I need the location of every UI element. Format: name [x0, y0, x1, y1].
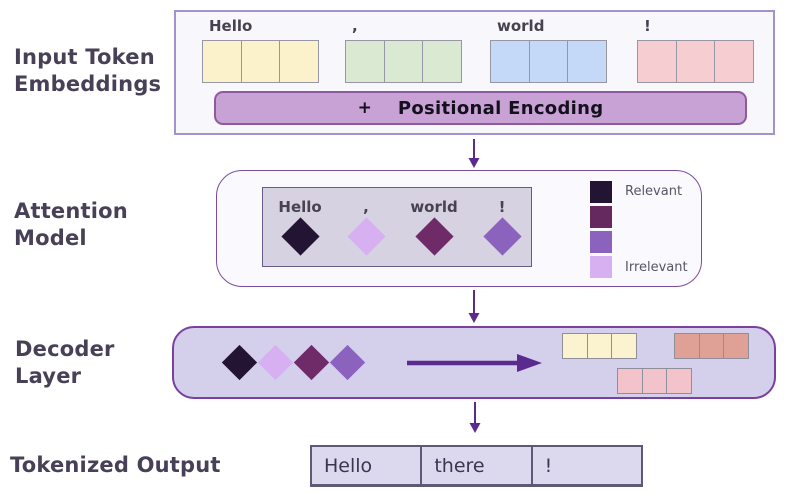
attention-diamond [346, 217, 386, 256]
embedding-cell [279, 40, 319, 83]
decoder-diamonds [221, 328, 366, 397]
output-cell: Hello [312, 447, 423, 484]
decoder-token-group-pink [617, 368, 692, 394]
decoder-diamond [329, 344, 366, 381]
attention-diamond [482, 217, 522, 256]
output-cell: ! [532, 447, 641, 484]
embedding-cell [422, 40, 462, 83]
token-label: world [497, 17, 545, 35]
positional-encoding-bar: + Positional Encoding [214, 91, 747, 125]
embedding-cell [528, 40, 569, 83]
token-group-comma: , [345, 16, 462, 83]
attention-token-exclamation: ! [482, 197, 522, 256]
token-group-world: world [490, 16, 607, 83]
token-label: ! [498, 198, 506, 216]
heading-line: Decoder [15, 337, 115, 361]
heading-line: Layer [15, 364, 82, 388]
legend-label-irrelevant: Irrelevant [625, 260, 688, 275]
decoder-diamond [221, 344, 258, 381]
legend-swatch [590, 181, 612, 203]
token-label: , [363, 198, 369, 216]
attention-token-hello: Hello [278, 197, 322, 256]
heading-line: Tokenized Output [10, 453, 221, 477]
down-arrow-icon [467, 139, 481, 172]
decoder-token-group-yellow [562, 333, 637, 359]
right-arrow-icon [407, 353, 542, 377]
legend-swatch [590, 256, 612, 278]
attention-diamond [414, 217, 454, 256]
token-cell [666, 368, 692, 394]
token-label: Hello [209, 17, 253, 35]
token-cell [698, 333, 725, 359]
heading-line: Input Token [14, 45, 155, 69]
embedding-cell [637, 40, 677, 83]
relevance-legend: Relevant Irrelevant [590, 181, 688, 278]
embedding-cells [637, 40, 754, 83]
embedding-cell [345, 40, 385, 83]
decoder-diamond [293, 344, 330, 381]
section-label-input-token-embeddings: Input Token Embeddings [14, 44, 161, 98]
heading-line: Model [14, 226, 87, 250]
token-group-hello: Hello [202, 16, 319, 83]
embedding-cell [714, 40, 754, 83]
heading-line: Attention [14, 199, 128, 223]
token-group-exclamation: ! [637, 16, 754, 83]
positional-encoding-label: Positional Encoding [397, 97, 604, 119]
embedding-cell [567, 40, 607, 83]
token-cell [641, 368, 668, 394]
legend-label-relevant: Relevant [625, 184, 683, 199]
legend-swatch-column [590, 181, 612, 278]
plus-icon: + [357, 98, 372, 118]
section-label-decoder-layer: Decoder Layer [15, 336, 115, 390]
legend-swatch [590, 206, 612, 228]
decoder-diamond [257, 344, 294, 381]
embedding-cells [202, 40, 319, 83]
attention-diamond [280, 217, 320, 256]
token-label: , [352, 17, 358, 35]
token-cell [611, 333, 637, 359]
token-cell [562, 333, 588, 359]
embedding-cell [383, 40, 424, 83]
attention-token-world: world [410, 197, 458, 256]
attention-tokens-panel: Hello , world ! [262, 187, 532, 267]
embedding-cells [345, 40, 462, 83]
output-cell: there [422, 447, 533, 484]
legend-labels: Relevant Irrelevant [625, 181, 688, 278]
decoder-layer-box [172, 326, 776, 399]
down-arrow-icon [468, 402, 482, 437]
heading-line: Embeddings [14, 72, 162, 96]
embedding-cell [675, 40, 716, 83]
embedding-cells [490, 40, 607, 83]
token-label: ! [644, 17, 651, 35]
section-label-attention-model: Attention Model [14, 198, 128, 252]
token-cell [674, 333, 700, 359]
down-arrow-icon [467, 290, 481, 327]
token-label: world [410, 198, 458, 216]
token-label: Hello [278, 198, 322, 216]
embedding-cell [240, 40, 281, 83]
legend-swatch [590, 231, 612, 253]
embedding-cell [490, 40, 530, 83]
embedding-cell [202, 40, 242, 83]
section-label-tokenized-output: Tokenized Output [10, 452, 221, 479]
decoder-token-group-salmon [674, 333, 749, 359]
tokenized-output-table: Hello there ! [310, 445, 643, 487]
attention-token-comma: , [346, 197, 386, 256]
token-cell [617, 368, 643, 394]
token-cell [723, 333, 749, 359]
token-cell [586, 333, 613, 359]
input-embeddings-box: Hello , world ! [174, 10, 775, 135]
attention-model-box: Hello , world ! [216, 170, 702, 287]
